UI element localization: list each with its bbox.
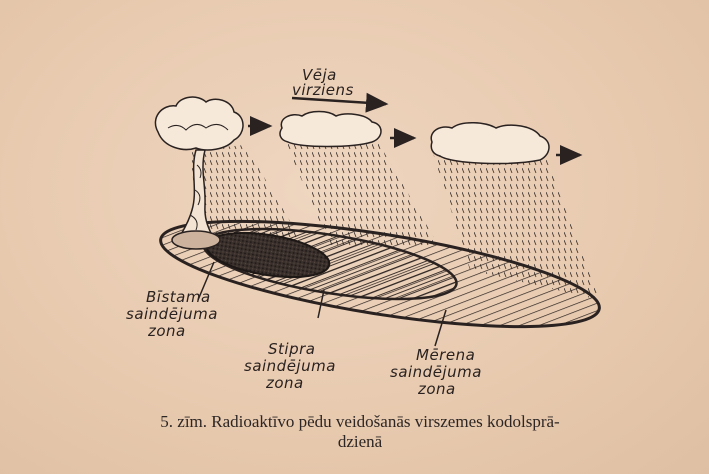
- caption-line1: 5. zīm. Radioaktīvo pēdu veidošanās virs…: [160, 412, 560, 431]
- figure-caption: 5. zīm. Radioaktīvo pēdu veidošanās virs…: [60, 412, 660, 452]
- cloud-right: [430, 122, 550, 165]
- dangerous-zone-label-line3: zona: [147, 322, 186, 340]
- dangerous-zone-label-line1: Bīstama: [146, 288, 211, 306]
- zone-pointer-lines: [197, 261, 447, 347]
- cloud-middle: [279, 110, 382, 148]
- moderate-zone-label-line3: zona: [417, 380, 456, 398]
- strong-zone-label-line1: Stipra: [268, 340, 315, 358]
- mushroom-cloud: [154, 96, 244, 151]
- wind-label-line2: virziens: [292, 81, 354, 99]
- strong-zone-label-line2: saindējuma: [244, 357, 336, 375]
- moderate-zone-label-line2: saindējuma: [390, 363, 482, 381]
- caption-line2: dzienā: [337, 432, 383, 451]
- mushroom-stem: [171, 149, 221, 250]
- moderate-zone-label-line1: Mērena: [416, 346, 475, 364]
- wind-label-line1: Vēja: [302, 66, 337, 84]
- strong-zone-label-line3: zona: [265, 374, 304, 392]
- dangerous-zone-label-line2: saindējuma: [126, 305, 218, 323]
- wind-arrows: [248, 92, 583, 165]
